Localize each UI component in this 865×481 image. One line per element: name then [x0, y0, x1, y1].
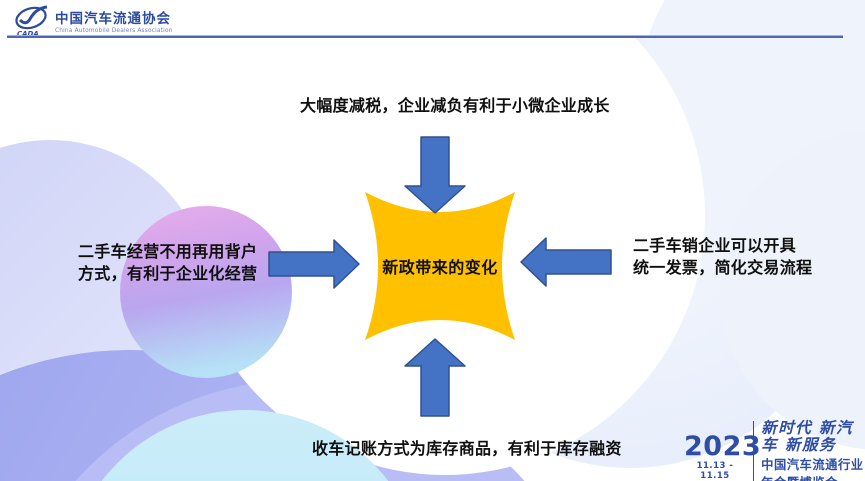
badge-divider — [753, 421, 755, 481]
event-dates: 11.13 - 11.15 — [696, 460, 734, 481]
caption-left: 二手车经营不用再用背户 方式，有利于企业化经营 — [78, 241, 257, 285]
arrow-left-icon — [520, 236, 612, 292]
event-year: 2023 — [684, 431, 762, 463]
org-name-en: China Automobile Dealers Association — [55, 27, 173, 34]
svg-text:CADA: CADA — [17, 30, 39, 37]
org-logo: CADA 中国汽车流通协会 China Automobile Dealers A… — [12, 5, 173, 41]
cada-swoosh-icon: CADA — [12, 5, 50, 41]
event-badge: 2023 11.13 - 11.15 中国·珠海 新时代 新汽车 新服务 中国汽… — [684, 419, 865, 481]
org-name-cn: 中国汽车流通协会 — [55, 11, 171, 28]
caption-right-line2: 统一发票，简化交易流程 — [633, 258, 813, 277]
center-cushion-shape — [363, 190, 517, 342]
event-slogan: 新时代 新汽车 新服务 — [761, 418, 854, 455]
center-label: 新政带来的变化 — [382, 258, 498, 277]
caption-right-line1: 二手车销企业可以开具 — [633, 236, 797, 255]
caption-left-line1: 二手车经营不用再用背户 — [78, 242, 258, 261]
caption-left-line2: 方式，有利于企业化经营 — [78, 264, 258, 283]
arrow-down-icon — [404, 136, 466, 218]
bg-circle-gradient — [120, 206, 292, 378]
arrow-up-icon — [404, 337, 466, 421]
header-divider-line — [7, 35, 843, 38]
caption-top: 大幅度减税，企业减负有利于小微企业成长 — [300, 96, 610, 115]
caption-bottom: 收车记账方式为库存商品，有利于库存融资 — [312, 439, 622, 458]
arrow-right-icon — [268, 238, 360, 294]
caption-right: 二手车销企业可以开具 统一发票，简化交易流程 — [633, 235, 812, 279]
event-name-cn: 中国汽车流通行业年会暨博览会 — [761, 458, 864, 481]
